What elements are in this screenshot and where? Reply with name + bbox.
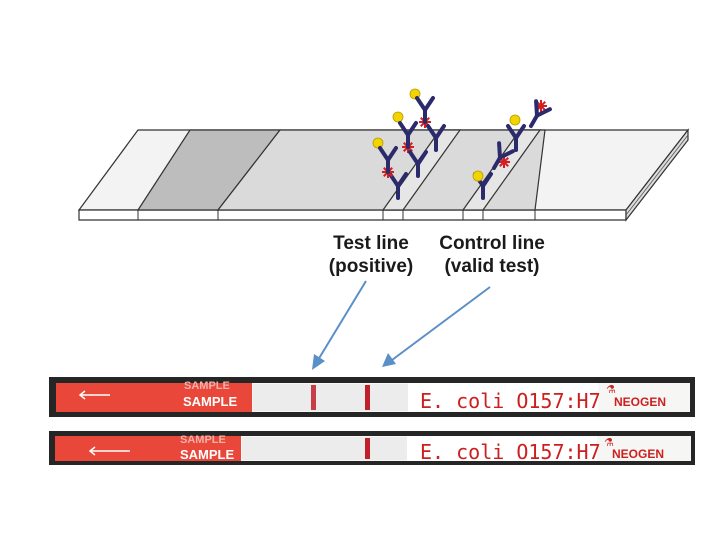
strip-1-test-line <box>311 385 316 410</box>
strip-1-product-name: E. coli O157:H7 <box>420 389 601 413</box>
strip-2-sample-label: SAMPLE <box>180 447 235 462</box>
pointer-arrows <box>312 280 491 370</box>
membrane-zone <box>216 129 546 211</box>
control-line-label-line-2: (valid test) <box>444 256 540 277</box>
antibody-icon <box>506 124 526 152</box>
arrow-test-line <box>317 280 367 361</box>
antigen-icon <box>392 111 404 123</box>
schematic-strip <box>77 128 690 222</box>
strip-1-neogen-logo-icon: ⚗ <box>606 384 616 396</box>
antibody-icon <box>378 146 398 174</box>
antibody-antigen-complexes <box>372 88 552 200</box>
strip-2-brand: NEOGEN <box>612 447 664 461</box>
strip-2-sample-pad <box>55 436 241 461</box>
strip-1-control-line <box>365 385 370 410</box>
photo-strip-1: SAMPLE SAMPLE E. coli O157:H7 ⚗ NEOGEN <box>49 377 695 417</box>
strip-2-product-name: E. coli O157:H7 <box>420 440 601 464</box>
strip-1-brand: NEOGEN <box>614 395 666 409</box>
antigen-icon <box>472 170 484 182</box>
strip-2-control-line <box>365 438 370 459</box>
strip-1-sample-label: SAMPLE <box>183 394 238 409</box>
antibody-icon <box>529 99 552 128</box>
strip-1-sample-overprint: SAMPLE <box>184 380 230 392</box>
antigen-icon <box>372 137 384 149</box>
test-line-label: Test line (positive) <box>318 232 424 278</box>
strip-1-sample-pad <box>56 383 252 412</box>
strip-2-sample-overprint: SAMPLE <box>180 434 226 446</box>
antigen-icon <box>509 114 521 126</box>
antibody-icon <box>408 150 428 178</box>
arrow-control-line <box>391 286 491 361</box>
antibody-icon <box>415 96 435 124</box>
arrow-test-line-head <box>312 354 325 370</box>
control-line-label-line-1: Control line <box>439 233 545 254</box>
test-line-label-line-1: Test line <box>333 233 409 254</box>
test-line-label-line-2: (positive) <box>328 256 414 277</box>
strip-2-neogen-logo-icon: ⚗ <box>604 437 614 449</box>
photo-strip-2: SAMPLE SAMPLE E. coli O157:H7 ⚗ NEOGEN <box>49 431 695 465</box>
antibody-icon <box>492 141 515 170</box>
arrow-control-line-head <box>382 353 396 367</box>
antibody-icon <box>426 124 446 152</box>
control-line-label: Control line (valid test) <box>430 232 554 278</box>
antibody-icon <box>398 121 418 149</box>
